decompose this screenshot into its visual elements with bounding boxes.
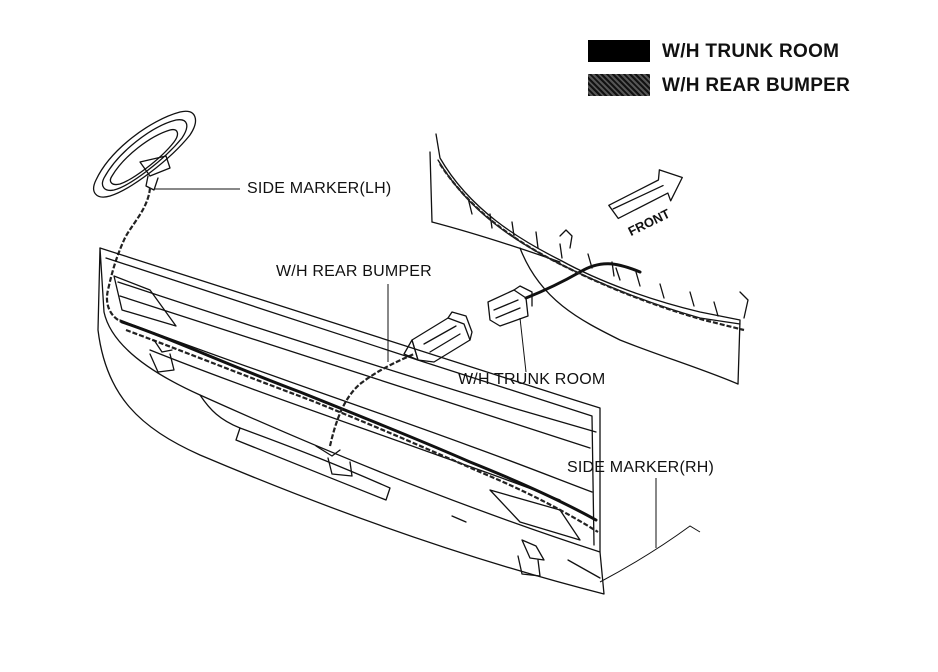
wire-side-marker-lh (105, 187, 152, 324)
trunk-panel (429, 133, 749, 385)
legend-swatch-rear-bumper (588, 74, 650, 96)
callout-wh-rear-bumper: W/H REAR BUMPER (276, 263, 432, 280)
legend-swatch-trunk-room (588, 40, 650, 62)
callout-side-marker-lh: SIDE MARKER(LH) (247, 180, 392, 197)
connector-rear-bumper (403, 311, 473, 363)
rear-bumper (97, 247, 605, 595)
callout-wh-trunk-room: W/H TRUNK ROOM (458, 371, 606, 388)
legend-label-trunk-room: W/H TRUNK ROOM (662, 41, 840, 62)
legend-label-rear-bumper: W/H REAR BUMPER (662, 75, 851, 96)
wire-trunk-room (524, 262, 642, 300)
wire-rear-bumper (328, 352, 415, 447)
connector-trunk-room (487, 285, 533, 327)
callout-side-marker-rh: SIDE MARKER(RH) (567, 459, 715, 476)
leader-lines (154, 188, 701, 583)
side-marker-lh-lamp (93, 110, 197, 198)
front-direction-arrow (608, 169, 683, 220)
